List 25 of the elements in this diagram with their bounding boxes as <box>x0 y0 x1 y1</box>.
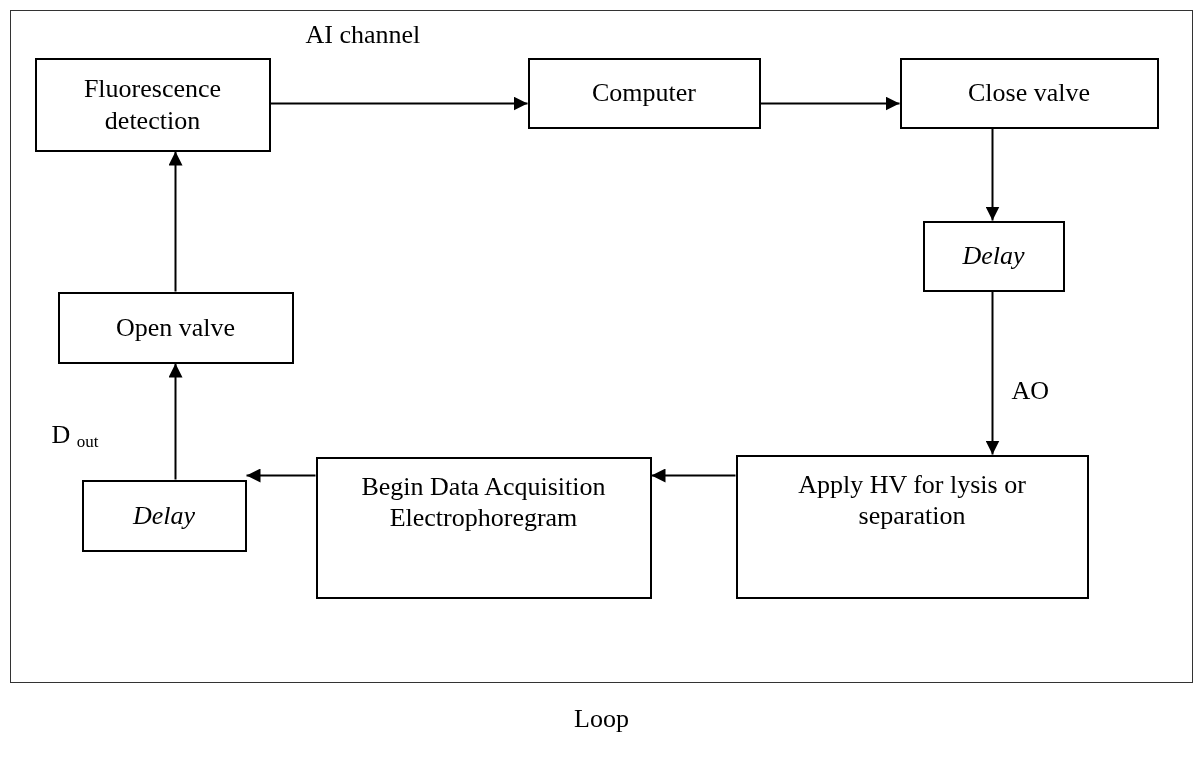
arrow <box>168 362 183 481</box>
process-box <box>527 57 761 129</box>
box-label: Open valve <box>115 311 236 344</box>
process-box <box>57 291 294 364</box>
box-label: Delay <box>962 240 1025 272</box>
box-label: Apply HV for lysis or separation <box>797 468 1027 531</box>
arrow <box>245 468 317 483</box>
caption-text: Loop <box>574 704 629 734</box>
process-box <box>81 479 247 552</box>
arrow <box>168 150 183 293</box>
box-label: Delay <box>132 499 196 532</box>
arrow <box>985 127 1000 222</box>
process-box <box>735 454 1089 599</box>
arrow <box>985 290 1000 456</box>
box-label: Fluorescence detection <box>82 73 223 136</box>
process-box <box>899 57 1159 129</box>
process-box <box>922 220 1065 292</box>
arrow <box>759 96 901 111</box>
box-label: Computer <box>592 77 696 109</box>
box-label: Close valve <box>968 77 1090 109</box>
arrow <box>269 96 529 111</box>
box-label: Begin Data Acquisition Electrophoregram <box>360 470 607 533</box>
arrow <box>650 468 737 483</box>
process-box <box>315 456 652 599</box>
process-box <box>34 57 271 152</box>
